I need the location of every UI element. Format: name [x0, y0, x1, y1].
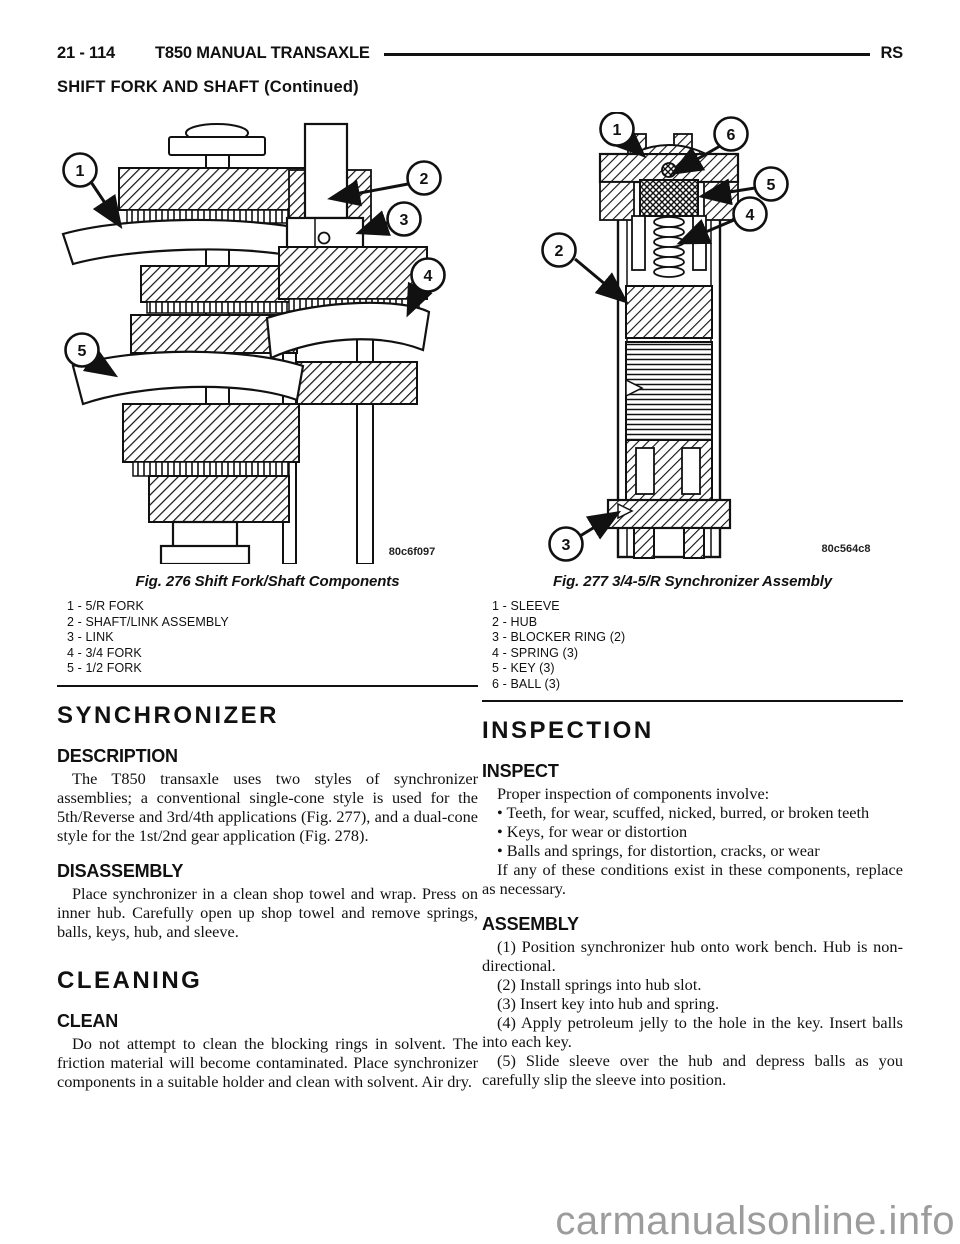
watermark: carmanualsonline.info [555, 1199, 955, 1243]
inspect-heading: INSPECT [482, 761, 559, 781]
section-divider [482, 700, 903, 702]
assembly-step: (3) Insert key into hub and spring. [497, 994, 720, 1013]
header-title: T850 MANUAL TRANSAXLE [155, 44, 370, 62]
figure-276-code: 80c6f097 [389, 546, 436, 558]
callout-4 [410, 257, 446, 293]
inspect-bullet: • Teeth, for wear, scuffed, nicked, burr… [497, 803, 870, 822]
left-column: 1 2 3 4 5 80c6f097 Fig. 276 Shift Fork/S… [57, 112, 478, 1091]
inspect-intro: Proper inspection of components involve: [497, 784, 770, 803]
figure-276: 1 2 3 4 5 80c6f097 Fig. 276 Shift Fork/S… [57, 112, 478, 590]
svg-text:5: 5 [767, 177, 776, 194]
assembly-step: (5) Slide sleeve over the hub and depres… [482, 1051, 903, 1089]
figure-276-legend: 1 - 5/R FORK 2 - SHAFT/LINK ASSEMBLY 3 -… [67, 599, 229, 675]
inspect-bullet: • Balls and springs, for distortion, cra… [497, 841, 820, 860]
callout-6 [713, 116, 749, 152]
svg-text:4: 4 [424, 268, 433, 285]
callout-1 [599, 112, 635, 147]
assembly-heading: ASSEMBLY [482, 914, 579, 934]
model-code: RS [880, 44, 903, 62]
inspect-bullet: • Keys, for wear or distortion [497, 822, 688, 841]
svg-text:3: 3 [562, 537, 571, 554]
page-header: 21 - 114 T850 MANUAL TRANSAXLE RS [57, 44, 903, 63]
description-heading: DESCRIPTION [57, 745, 178, 766]
shift-fork-shaft-drawing: 1 2 3 4 5 80c6f097 [61, 122, 446, 564]
callout-1 [62, 152, 98, 188]
figure-277-legend: 1 - SLEEVE 2 - HUB 3 - BLOCKER RING (2) … [492, 599, 626, 691]
callout-4 [732, 196, 768, 232]
figure-277-caption: Fig. 277 3/4-5/R Synchronizer Assembly [552, 573, 833, 590]
inspect-outro: If any of these conditions exist in thes… [482, 860, 903, 898]
cleaning-title: CLEANING [57, 966, 203, 994]
svg-text:2: 2 [555, 243, 564, 260]
callout-2 [406, 160, 442, 196]
clean-paragraph: Do not attempt to clean the blocking rin… [57, 1033, 478, 1091]
assembly-step: (4) Apply petroleum jelly to the hole in… [482, 1013, 903, 1051]
callout-2 [541, 232, 577, 268]
disassembly-heading: DISASSEMBLY [57, 860, 184, 881]
synchronizer-assembly-drawing: 1 6 5 4 2 3 80c564c8 [541, 112, 871, 562]
clean-heading: CLEAN [57, 1010, 118, 1031]
callout-3 [548, 526, 584, 562]
callout-5 [64, 332, 100, 368]
synchronizer-title: SYNCHRONIZER [57, 701, 280, 729]
inspection-title: INSPECTION [482, 717, 654, 744]
figure-276-caption: Fig. 276 Shift Fork/Shaft Components [135, 573, 400, 590]
description-paragraph: The T850 transaxle uses two styles of sy… [57, 768, 478, 845]
disassembly-paragraph: Place synchronizer in a clean shop towel… [57, 883, 478, 941]
right-column: 1 6 5 4 2 3 80c564c8 Fig. 277 3/4-5/R Sy… [482, 112, 903, 1089]
callout-3 [386, 201, 422, 237]
svg-text:6: 6 [727, 127, 736, 144]
assembly-step: (1) Position synchronizer hub onto work … [482, 937, 903, 975]
spring-coil [653, 216, 685, 278]
svg-text:1: 1 [76, 163, 85, 180]
svg-text:1: 1 [613, 122, 622, 139]
assembly-step: (2) Install springs into hub slot. [497, 975, 702, 994]
svg-text:5: 5 [78, 343, 87, 360]
figure-277-code: 80c564c8 [822, 543, 871, 555]
svg-text:2: 2 [420, 171, 429, 188]
page-number: 21 - 114 [57, 44, 116, 62]
section-divider [57, 684, 478, 687]
svg-text:4: 4 [746, 207, 755, 224]
svg-text:3: 3 [400, 212, 409, 229]
section-continued-header: SHIFT FORK AND SHAFT (Continued) [57, 78, 359, 96]
callout-5 [753, 166, 789, 202]
figure-277: 1 6 5 4 2 3 80c564c8 Fig. 277 3/4-5/R Sy… [482, 112, 903, 590]
header-rule [383, 53, 871, 56]
